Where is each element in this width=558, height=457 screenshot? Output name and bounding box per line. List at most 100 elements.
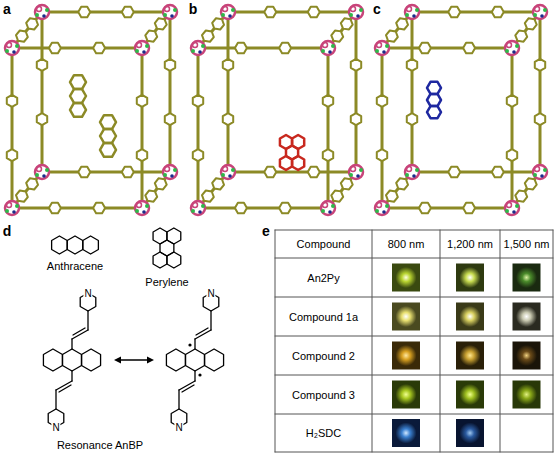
ring — [427, 82, 441, 94]
table-cell: An2Py — [307, 271, 339, 283]
metal-atom — [405, 13, 409, 17]
metal-atom — [201, 44, 205, 48]
emission-image — [456, 303, 484, 331]
linker-bond — [412, 11, 540, 14]
metal-atom — [35, 13, 39, 17]
bond — [194, 371, 195, 381]
linker-bond — [41, 12, 44, 172]
metal-cluster — [221, 5, 235, 19]
atom-label: N — [51, 422, 60, 433]
carboxylate — [377, 43, 382, 48]
phenyl-ring — [419, 43, 431, 53]
phenyl-ring — [235, 203, 247, 213]
metal-atom — [321, 209, 325, 213]
metal-cluster — [5, 201, 19, 215]
linker-bond — [169, 12, 172, 172]
phenyl-ring — [515, 191, 527, 202]
phenyl-ring — [308, 7, 320, 17]
carboxylate — [7, 43, 12, 48]
bond — [194, 339, 195, 349]
table-header: 800 nm — [388, 238, 425, 250]
phenyl-ring — [7, 95, 17, 107]
resonance-arrow — [114, 357, 154, 364]
metal-cluster — [505, 41, 519, 55]
phenyl-ring — [37, 113, 47, 125]
ring — [62, 349, 81, 371]
metal-cluster — [375, 41, 389, 55]
metal-atom — [135, 209, 139, 213]
metal-cluster — [349, 165, 363, 179]
emission-image — [456, 342, 484, 370]
nitrogen-atom — [228, 174, 232, 178]
metal-cluster — [35, 5, 49, 19]
carboxylate — [407, 7, 412, 12]
metal-atom — [145, 204, 149, 208]
phenyl-ring — [279, 203, 291, 213]
carboxylate — [351, 167, 356, 172]
metal-atom — [45, 8, 49, 12]
ring — [43, 349, 62, 371]
carboxylate — [223, 7, 228, 12]
phenyl-ring — [137, 95, 147, 107]
nitrogen-atom — [42, 14, 46, 18]
metal-cluster — [375, 201, 389, 215]
emission-image — [456, 264, 484, 292]
phenyl-ring — [93, 203, 105, 213]
metal-atom — [231, 168, 235, 172]
phenyl-ring — [223, 59, 233, 71]
phenyl-ring — [155, 178, 167, 189]
table-rule — [275, 258, 553, 259]
carboxylate — [535, 7, 540, 12]
mof-cage — [375, 5, 547, 215]
ring — [70, 103, 86, 117]
metal-atom — [515, 44, 519, 48]
linker-bond — [141, 48, 144, 208]
phenyl-ring — [264, 167, 276, 177]
phenyl-ring — [351, 113, 361, 125]
emission-image — [513, 264, 541, 292]
linker-bond — [412, 171, 540, 174]
linker-bond — [327, 48, 330, 208]
phenyl-ring — [396, 18, 408, 29]
nitrogen-atom — [12, 210, 16, 214]
phenyl-ring — [145, 191, 157, 202]
panel-letter: c — [373, 2, 381, 17]
ring — [100, 115, 116, 129]
carboxylate — [165, 7, 170, 12]
carboxylate — [193, 203, 198, 208]
linker-bond — [511, 48, 514, 208]
table-rule — [275, 297, 553, 298]
linker-bond — [42, 171, 170, 174]
metal-cluster — [5, 41, 19, 55]
phenyl-ring — [507, 149, 517, 161]
phenyl-ring — [351, 59, 361, 71]
arrow-head — [147, 357, 154, 364]
nitrogen-atom — [170, 14, 174, 18]
anbp-structure — [166, 293, 223, 427]
panel-letter: b — [189, 2, 198, 17]
metal-cluster — [349, 5, 363, 19]
double-bond — [73, 328, 85, 335]
linker-bond — [381, 48, 384, 208]
phenyl-ring — [535, 59, 545, 71]
ring — [166, 349, 185, 371]
table-rule — [275, 230, 276, 452]
arrow-shaft — [120, 359, 148, 360]
metal-atom — [533, 13, 537, 17]
table-rule — [500, 230, 501, 452]
phenyl-ring — [202, 30, 214, 41]
emission-image — [513, 303, 541, 331]
emission-image — [513, 381, 541, 409]
phenyl-ring — [377, 95, 387, 107]
nitrogen-atom — [382, 50, 386, 54]
phenyl-ring — [16, 30, 28, 41]
mof-cage — [191, 5, 363, 215]
nitrogen-atom — [512, 210, 516, 214]
atom-label: N — [174, 422, 183, 433]
phenyl-ring — [492, 7, 504, 17]
carboxylate — [137, 43, 142, 48]
carboxylate — [377, 203, 382, 208]
metal-cluster — [191, 41, 205, 55]
phenyl-ring — [193, 95, 203, 107]
double-bond — [59, 385, 71, 392]
